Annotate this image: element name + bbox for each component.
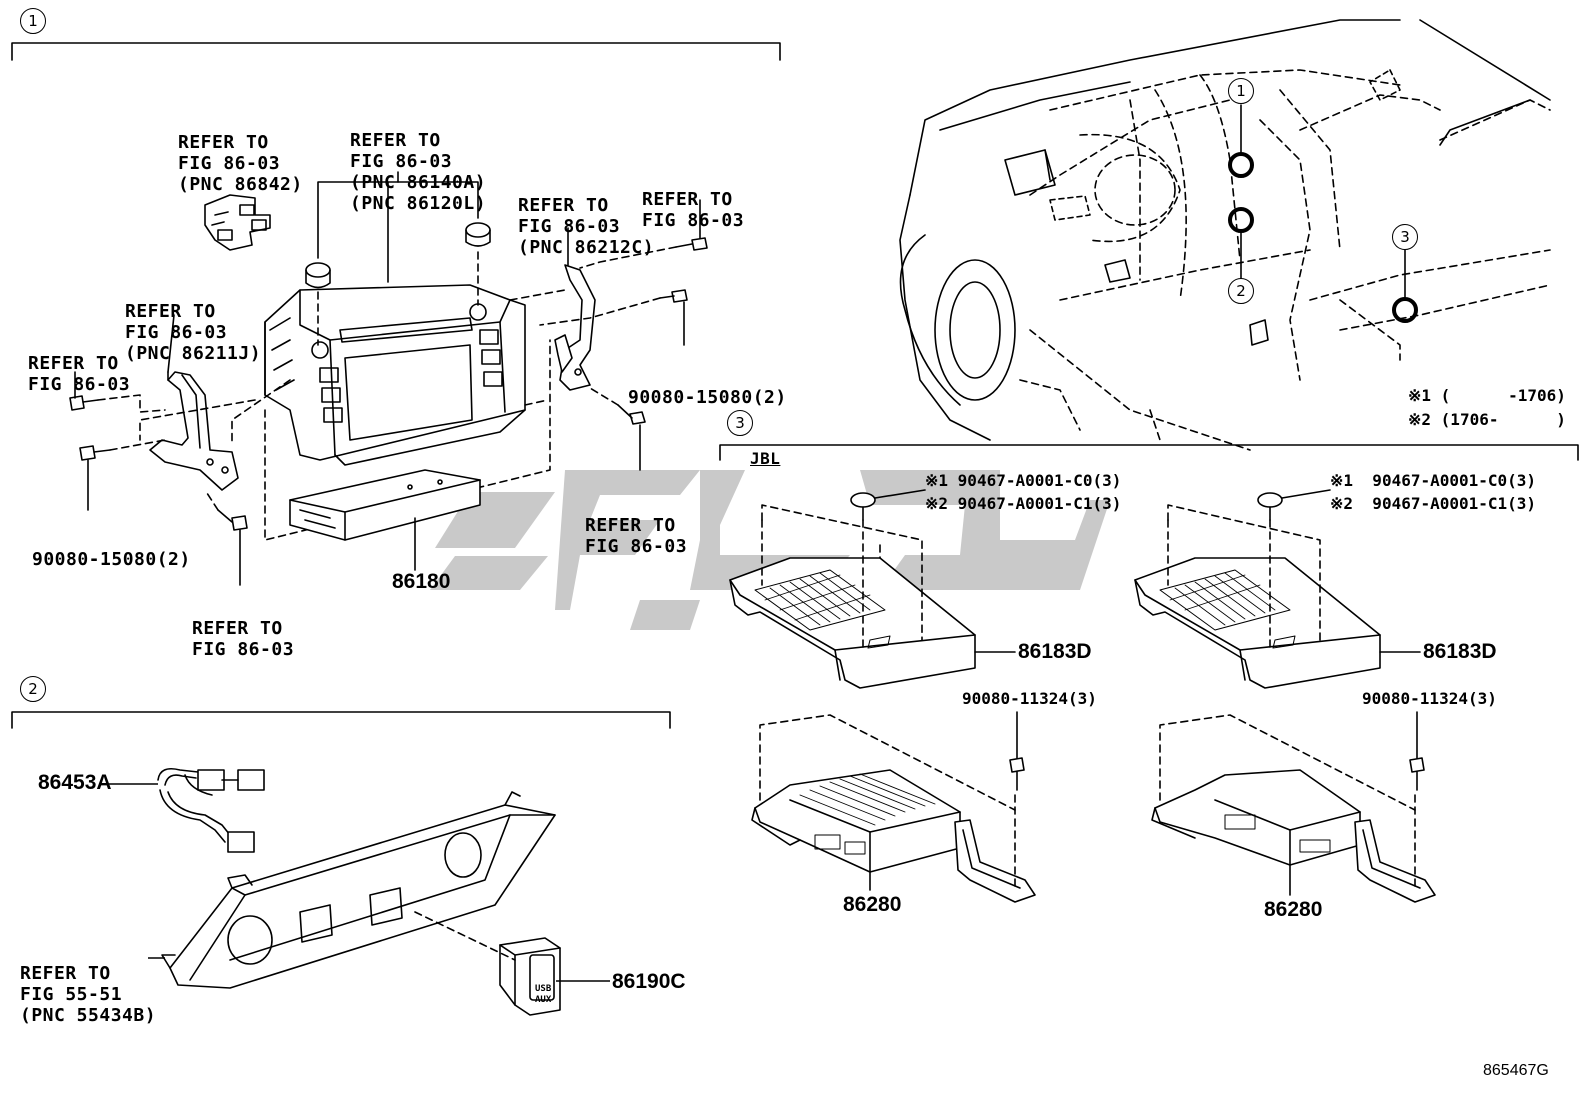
part-number-86280-a: 86280 — [843, 893, 902, 916]
part-label-90080-11324-b: 90080-11324(3) — [1362, 689, 1497, 708]
note-2: ※2 (1706- ) — [1408, 410, 1566, 429]
section-2-header-line — [11, 711, 671, 729]
dashes-cover-b — [1167, 504, 1321, 651]
section-3-header-line — [719, 444, 1579, 461]
diagram-id: 865467G — [1483, 1062, 1549, 1079]
wire-harness-86453A — [157, 767, 265, 853]
dashes-cover-a — [761, 504, 923, 651]
head-unit-display — [264, 284, 526, 466]
bolt-right-mid — [659, 289, 688, 346]
note-1: ※1 ( -1706) — [1408, 386, 1566, 405]
section-1-header-line — [11, 42, 781, 61]
bolt-bottom — [217, 509, 248, 586]
vehicle-marker-1: 1 — [1228, 78, 1254, 104]
part-number-86183D-b: 86183D — [1423, 640, 1497, 663]
part-label-90080-11324-a: 90080-11324(3) — [962, 689, 1097, 708]
jbl-label: JBL — [750, 449, 781, 468]
vehicle-marker-3: 3 — [1392, 224, 1418, 250]
section-2-marker: 2 — [20, 676, 46, 702]
vehicle-marker-2: 2 — [1228, 278, 1254, 304]
dashes-amp-a — [759, 714, 1016, 891]
leader-86140 — [317, 171, 479, 283]
dashes-knobs — [317, 251, 479, 346]
bolt-left-b — [79, 445, 111, 511]
part-label-90080-15080-left: 90080-15080(2) — [32, 549, 191, 570]
right-bracket — [554, 227, 596, 391]
part-number-86190C: 86190C — [612, 970, 686, 993]
usb-aux-port-86190C — [499, 937, 561, 1016]
console-panel — [161, 791, 556, 989]
section-1-marker: 1 — [20, 8, 46, 34]
bolt-amp-a — [1009, 711, 1025, 791]
amplifier-86180 — [289, 469, 481, 571]
clip-b-note-1: ※1 90467-A0001-C0(3) — [1330, 471, 1537, 490]
connector-86842 — [204, 194, 271, 251]
clip-a-note-2: ※2 90467-A0001-C1(3) — [925, 494, 1122, 513]
clip-a-note-1: ※1 90467-A0001-C0(3) — [925, 471, 1122, 490]
cover-86183D-b — [1134, 557, 1381, 689]
part-number-86453A: 86453A — [38, 771, 112, 794]
clip-a — [850, 489, 926, 521]
bolt-top-right — [675, 199, 708, 251]
tune-knob — [465, 222, 491, 247]
vehicle-interior-view — [899, 19, 1551, 451]
cover-86183D-a — [729, 557, 976, 689]
clip-b-note-2: ※2 90467-A0001-C1(3) — [1330, 494, 1537, 513]
dashes-amp-b — [1159, 714, 1416, 891]
clip-b — [1257, 489, 1331, 521]
part-label-90080-15080-right: 90080-15080(2) — [628, 387, 787, 408]
left-bracket — [149, 314, 239, 491]
bolt-amp-b — [1409, 711, 1425, 791]
section-3-marker: 3 — [727, 410, 753, 436]
part-number-86280-b: 86280 — [1264, 898, 1323, 921]
volume-knob — [305, 262, 331, 289]
bolt-left-a — [69, 371, 99, 411]
dashes-usb — [414, 911, 516, 961]
part-number-86183D-a: 86183D — [1018, 640, 1092, 663]
part-number-86180: 86180 — [392, 570, 451, 593]
bolt-right-low — [617, 404, 646, 471]
